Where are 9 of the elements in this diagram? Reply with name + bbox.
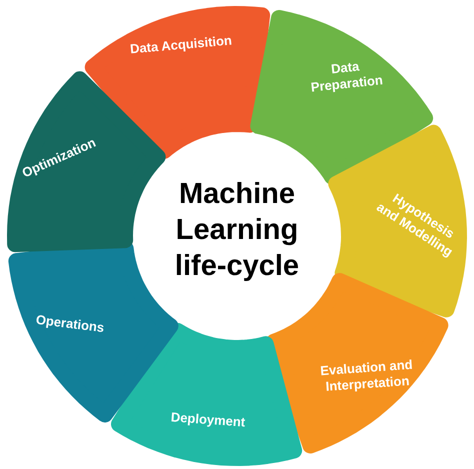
segment-label: Data Preparation xyxy=(309,58,385,98)
segment-label: Data Acquisition xyxy=(128,32,234,58)
cycle-segment xyxy=(7,71,166,252)
segment-label: Operations xyxy=(34,311,106,338)
cycle-segment xyxy=(111,322,302,466)
center-title: Machine Learning life-cycle xyxy=(174,177,300,284)
cycle-segment xyxy=(328,124,467,318)
segment-label: Evaluation and Interpretation xyxy=(318,356,414,396)
segment-label: Deployment xyxy=(169,408,247,432)
